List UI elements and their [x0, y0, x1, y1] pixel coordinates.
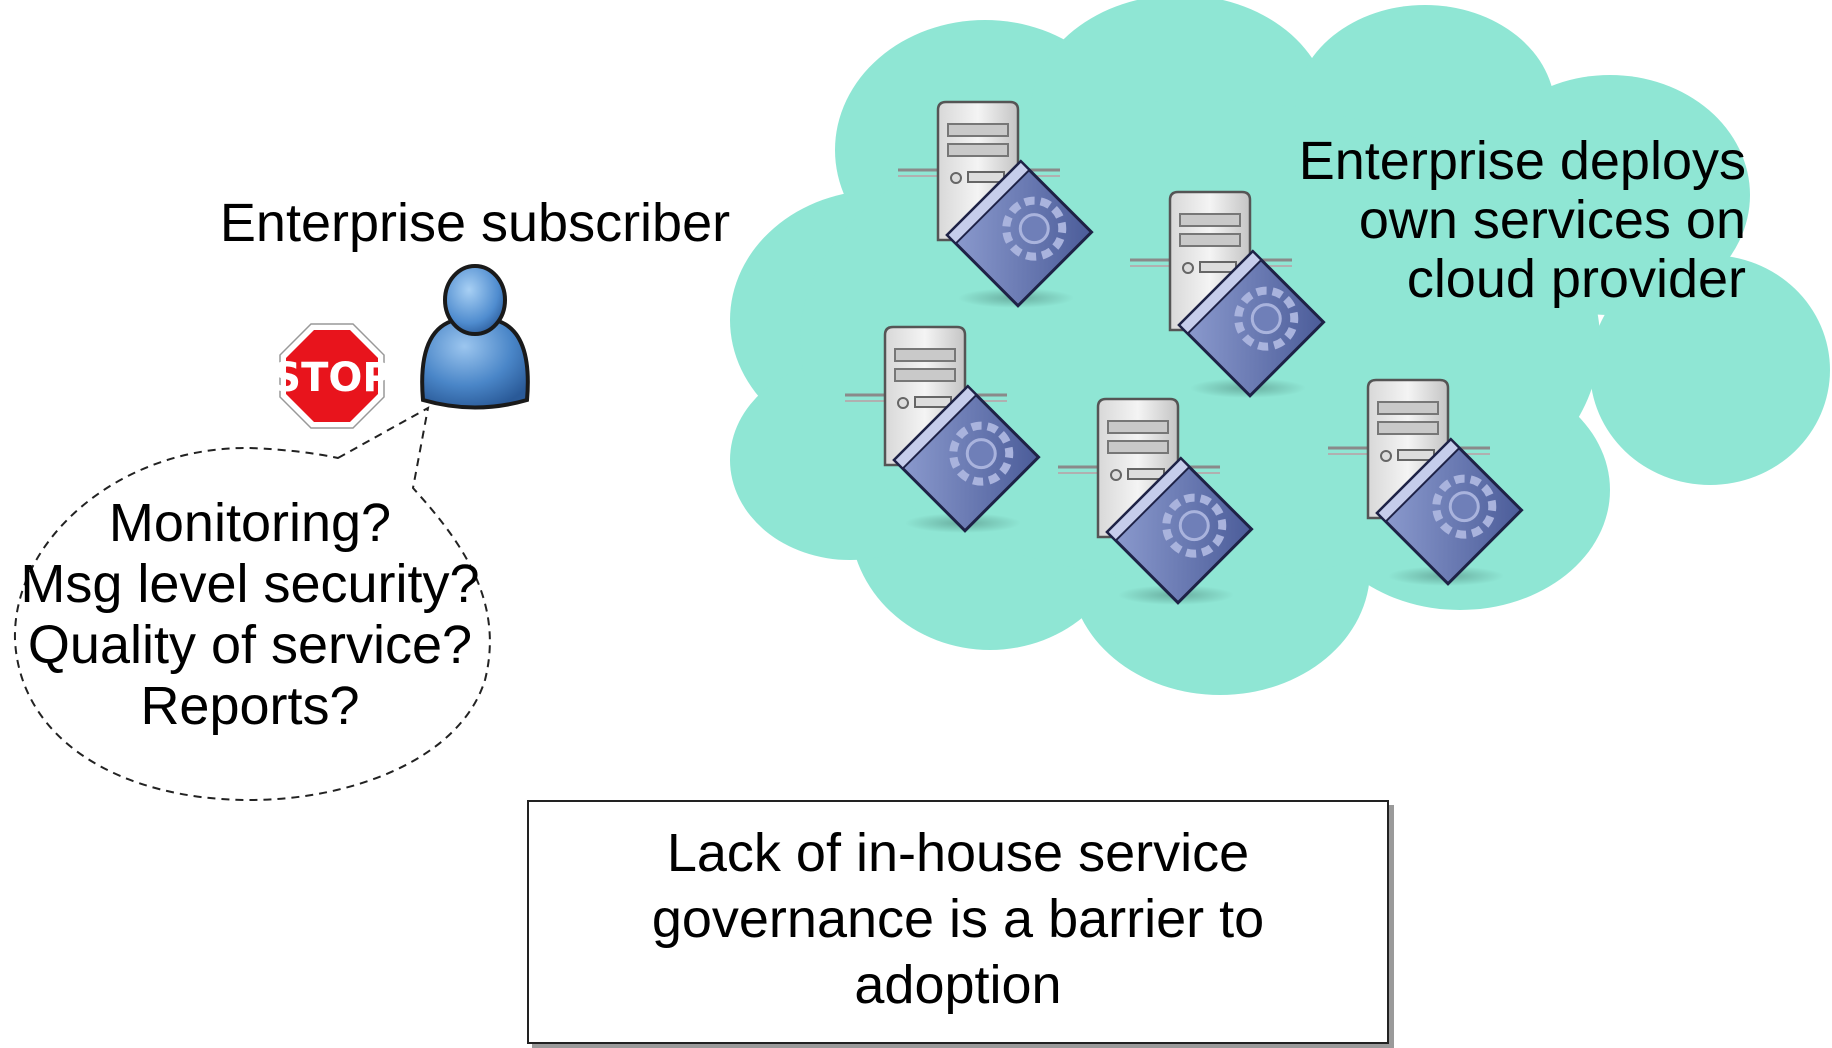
- barrier-line: Lack of in-house service: [666, 823, 1250, 883]
- person-icon: [420, 264, 530, 410]
- stop-sign-text: STOP: [272, 355, 391, 401]
- barrier-text: Lack of in-house service governance is a…: [529, 820, 1387, 1018]
- question-item: Quality of service?: [27, 615, 473, 675]
- stop-sign-icon: STOP: [272, 323, 392, 429]
- cloud-caption-line: cloud provider: [1406, 249, 1746, 309]
- barrier-line: adoption: [854, 955, 1062, 1015]
- question-list: Monitoring? Msg level security? Quality …: [10, 493, 490, 737]
- question-item: Reports?: [140, 676, 360, 736]
- subscriber-label: Enterprise subscriber: [219, 193, 731, 253]
- cloud-caption: Enterprise deploys own services on cloud…: [1270, 132, 1746, 309]
- question-item: Monitoring?: [108, 493, 392, 553]
- thought-bubble: [13, 406, 491, 802]
- cloud-caption-line: Enterprise deploys: [1298, 131, 1746, 191]
- question-item: Msg level security?: [20, 554, 480, 614]
- barrier-line: governance is a barrier to: [651, 889, 1265, 949]
- barrier-callout-box: Lack of in-house service governance is a…: [527, 800, 1389, 1044]
- cloud-caption-line: own services on: [1358, 190, 1746, 250]
